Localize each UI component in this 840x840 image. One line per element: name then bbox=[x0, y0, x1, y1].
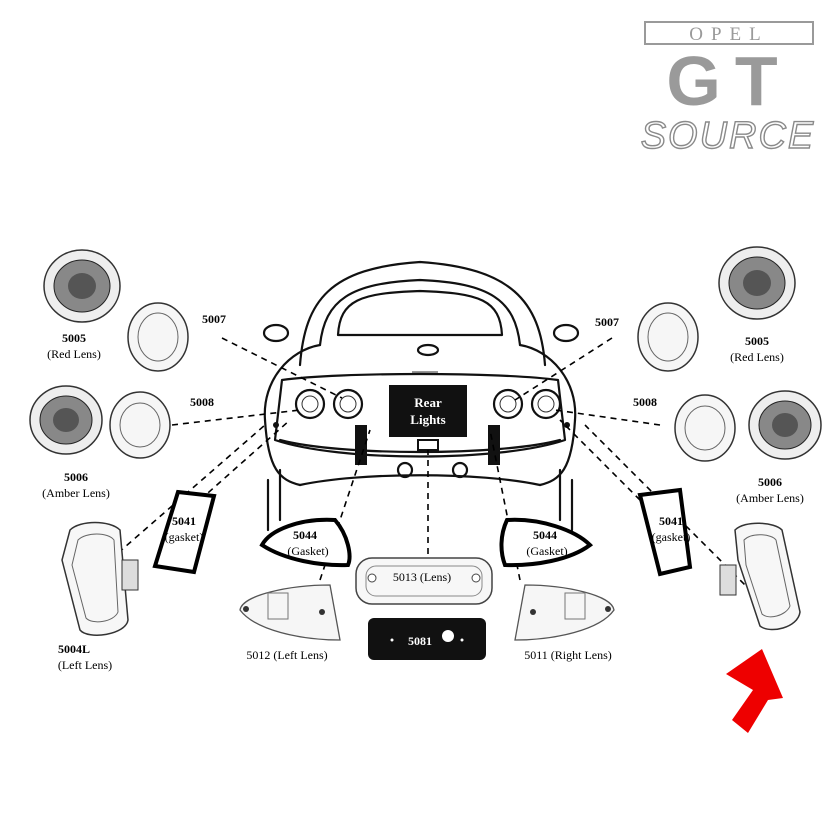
rear-lights-title-box: Rear Lights bbox=[389, 385, 467, 437]
part-5012-left-lens bbox=[239, 584, 341, 641]
label-5006-right-desc: (Amber Lens) bbox=[736, 491, 804, 505]
part-5044-right-gasket bbox=[499, 517, 594, 568]
label-5041-left-desc: (gasket) bbox=[165, 530, 204, 544]
part-5008-left-lens bbox=[109, 391, 171, 459]
label-5005-left-desc: (Red Lens) bbox=[47, 347, 101, 361]
label-5081: 5081 bbox=[408, 634, 432, 648]
part-5005-left-housing bbox=[43, 249, 121, 323]
logo-gt-text: GT bbox=[666, 42, 791, 120]
rear-lights-title-line1: Rear bbox=[414, 395, 442, 410]
label-5004L-desc: (Left Lens) bbox=[58, 658, 112, 672]
logo-opel-text: OPEL bbox=[689, 24, 769, 45]
label-5006-right-number: 5006 bbox=[758, 475, 782, 489]
label-5041-right-desc: (gasket) bbox=[652, 530, 691, 544]
label-5044-left-number: 5044 bbox=[293, 528, 317, 542]
label-5044-left-desc: (Gasket) bbox=[287, 544, 328, 558]
part-5007-right-lens bbox=[637, 302, 699, 372]
part-5004R-right-side-lens bbox=[719, 522, 801, 631]
part-5006-left-housing bbox=[29, 385, 103, 455]
red-arrow-icon bbox=[726, 649, 783, 733]
label-5007-left-number: 5007 bbox=[202, 312, 226, 326]
label-5007-right-number: 5007 bbox=[595, 315, 619, 329]
label-5012: 5012 (Left Lens) bbox=[246, 648, 327, 662]
label-5011: 5011 (Right Lens) bbox=[524, 648, 612, 662]
part-5044-left-gasket bbox=[259, 517, 352, 568]
label-5006-left-number: 5006 bbox=[64, 470, 88, 484]
label-5008-left-number: 5008 bbox=[190, 395, 214, 409]
opel-gt-source-logo: OPEL GT SOURCE bbox=[640, 21, 816, 158]
rear-lights-title-line2: Lights bbox=[410, 412, 445, 427]
logo-source-text: SOURCE bbox=[641, 115, 816, 157]
label-5005-right-number: 5005 bbox=[745, 334, 769, 348]
label-5005-right-desc: (Red Lens) bbox=[730, 350, 784, 364]
part-5041-left-gasket bbox=[152, 489, 217, 575]
label-5006-left-desc: (Amber Lens) bbox=[42, 486, 110, 500]
part-5011-right-lens bbox=[514, 584, 615, 641]
label-5041-right-number: 5041 bbox=[659, 514, 683, 528]
label-5013: 5013 (Lens) bbox=[393, 570, 451, 584]
label-5044-right-desc: (Gasket) bbox=[526, 544, 567, 558]
label-5005-left-number: 5005 bbox=[62, 331, 86, 345]
part-5008-right-lens bbox=[674, 394, 736, 462]
label-5044-right-number: 5044 bbox=[533, 528, 557, 542]
label-5008-right-number: 5008 bbox=[633, 395, 657, 409]
part-5005-right-housing bbox=[718, 246, 796, 320]
label-5004L-number: 5004L bbox=[58, 642, 90, 656]
label-5041-left-number: 5041 bbox=[172, 514, 196, 528]
part-5041-right-gasket bbox=[637, 487, 693, 577]
part-5081-plate bbox=[368, 618, 486, 660]
part-5006-right-housing bbox=[748, 390, 822, 460]
part-5007-left-lens bbox=[127, 302, 189, 372]
part-5004L-left-side-lens bbox=[61, 521, 139, 636]
part-5013-license-lens bbox=[355, 557, 493, 605]
